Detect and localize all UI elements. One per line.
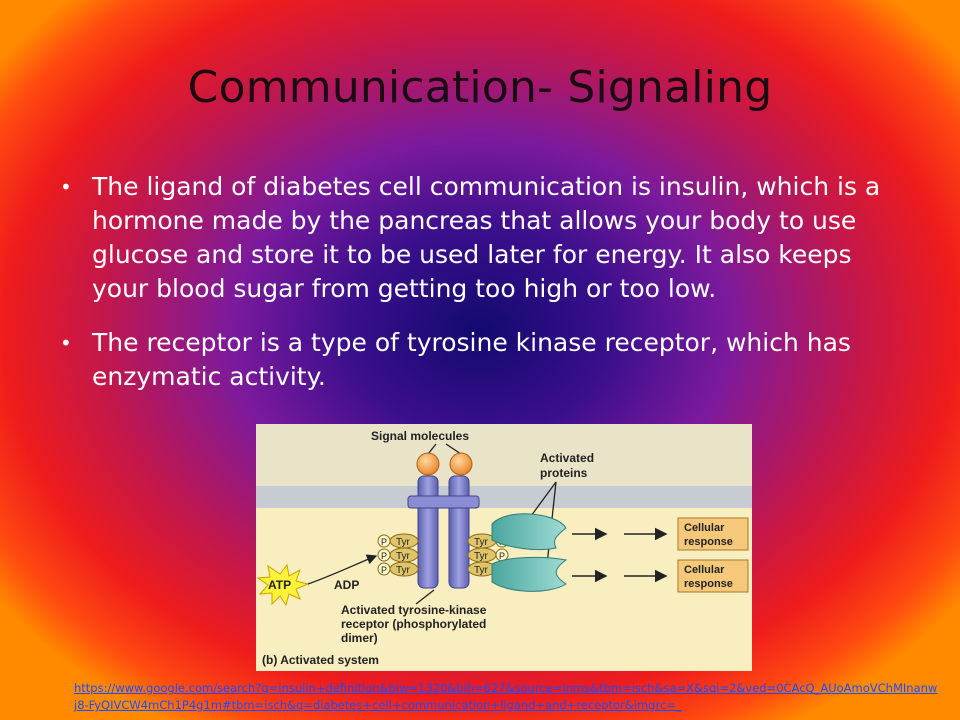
left-tyrosine-group: Tyr Tyr Tyr P P P (377, 533, 419, 577)
source-link[interactable]: https://www.google.com/search?q=insulin+… (74, 681, 938, 712)
panel-label: (b) Activated system (262, 653, 379, 667)
svg-text:P: P (381, 551, 387, 561)
svg-text:Tyr: Tyr (474, 537, 489, 548)
adp-label: ADP (334, 578, 359, 592)
bullet-item: • The ligand of diabetes cell communicat… (56, 170, 906, 306)
svg-text:Tyr: Tyr (474, 565, 489, 576)
signal-pointer-line (427, 443, 437, 455)
signal-molecule (416, 452, 440, 476)
receptor-membrane-segment (407, 495, 480, 509)
signal-molecules-label: Signal molecules (371, 429, 469, 443)
receptor-caption-line: dimer) (341, 631, 378, 645)
signal-molecule (449, 452, 473, 476)
receptor-caption-line: Activated tyrosine-kinase (341, 603, 487, 617)
svg-text:P: P (499, 551, 505, 561)
activated-proteins-label-1: Activated (540, 451, 594, 465)
receptor-diagram: Signal molecules Activated proteins Tyr … (256, 424, 752, 671)
bullet-text: The ligand of diabetes cell communicatio… (92, 172, 881, 303)
receptor-monomer-left (417, 475, 439, 589)
cell-membrane (256, 486, 752, 508)
signal-pointer-line (445, 443, 462, 455)
svg-text:P: P (381, 565, 387, 575)
extracellular-space (256, 424, 752, 486)
cellular-response-label: response (684, 578, 733, 590)
slide-title: Communication- Signaling (187, 62, 773, 113)
svg-text:P: P (381, 537, 387, 547)
cellular-response-box (677, 559, 749, 593)
caption-pointer-line (415, 589, 435, 605)
cellular-response-label: Cellular (684, 564, 725, 576)
atp-arrow (307, 554, 378, 585)
atp-label: ATP (268, 578, 291, 592)
cellular-response-label: Cellular (684, 522, 725, 534)
bullet-list: • The ligand of diabetes cell communicat… (56, 170, 906, 414)
cellular-response-label: response (684, 536, 733, 548)
receptor-monomer-right (448, 475, 470, 589)
receptor-diagram-svg: Signal molecules Activated proteins Tyr … (256, 424, 752, 671)
protein-pointer-line (530, 481, 557, 517)
svg-text:Tyr: Tyr (396, 565, 411, 576)
svg-text:Tyr: Tyr (396, 551, 411, 562)
svg-text:Tyr: Tyr (474, 551, 489, 562)
bullet-text: The receptor is a type of tyrosine kinas… (92, 328, 851, 391)
cellular-response-box (677, 517, 749, 551)
bullet-dot-icon: • (60, 331, 72, 355)
activated-proteins-label-2: proteins (540, 466, 588, 480)
activated-protein-bottom (491, 556, 568, 592)
atp-burst-icon (256, 563, 310, 607)
activated-protein-top (491, 513, 567, 551)
svg-text:Tyr: Tyr (396, 537, 411, 548)
bullet-item: • The receptor is a type of tyrosine kin… (56, 326, 906, 394)
receptor-caption-line: receptor (phosphorylated (341, 617, 486, 631)
bullet-dot-icon: • (60, 175, 72, 199)
